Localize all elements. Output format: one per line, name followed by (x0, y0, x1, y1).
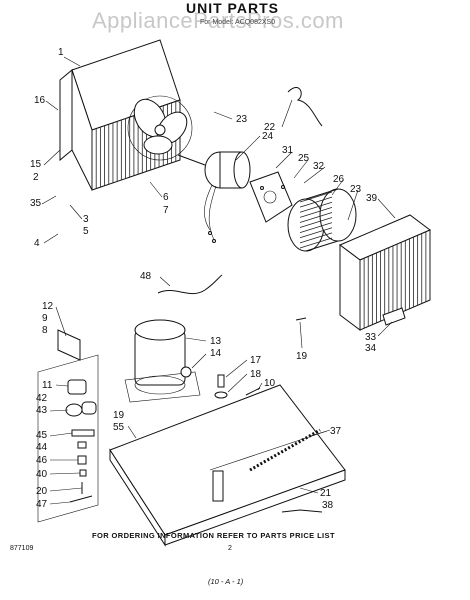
callout-19-right: 19 (296, 351, 308, 362)
leader-lines (41, 56, 396, 505)
callout-26: 26 (333, 174, 345, 185)
diagram-subtitle: For Model: ACQ082XS0 (200, 19, 276, 26)
callout-22: 22 (264, 122, 276, 133)
callout-18: 18 (250, 369, 262, 380)
motor-mount-plate (249, 171, 293, 223)
revision-code: (10 - A - 1) (208, 577, 244, 586)
callout-48: 48 (140, 271, 152, 282)
callout-8: 8 (42, 325, 48, 336)
callout-37: 37 (330, 426, 342, 437)
callout-20: 20 (36, 486, 48, 497)
bracket (57, 329, 81, 361)
callout-24: 24 (262, 131, 274, 142)
callout-16: 16 (34, 95, 46, 106)
base-pan (109, 384, 346, 547)
callout-7: 7 (163, 205, 169, 216)
callout-45: 45 (36, 430, 48, 441)
callout-21: 21 (320, 488, 332, 499)
screw-right (295, 317, 307, 321)
callout-39: 39 (366, 193, 378, 204)
drain-strip (281, 509, 323, 513)
compressor (124, 319, 201, 403)
blower-wheel (287, 188, 357, 252)
callout-3: 3 (83, 214, 89, 225)
callout-17: 17 (250, 355, 262, 366)
callout-10: 10 (264, 378, 276, 389)
callout-40: 40 (36, 469, 48, 480)
screw (245, 387, 261, 396)
callout-34: 34 (365, 343, 377, 354)
filter-clip (382, 307, 406, 326)
ordering-note: FOR ORDERING INFORMATION REFER TO PARTS … (92, 531, 335, 540)
callout-14: 14 (210, 348, 222, 359)
callout-46: 46 (36, 455, 48, 466)
callout-1: 1 (58, 47, 64, 58)
callout-9: 9 (42, 313, 48, 324)
evaporator-coil (339, 214, 431, 331)
callout-38: 38 (322, 500, 334, 511)
callout-11: 11 (42, 380, 53, 391)
callout-43: 43 (36, 405, 48, 416)
callout-12: 12 (42, 301, 54, 312)
retaining-spring (287, 86, 323, 127)
page-number: 2 (228, 545, 232, 552)
callout-6: 6 (163, 192, 169, 203)
callout-15: 15 (30, 159, 42, 170)
callout-23-right: 23 (350, 184, 362, 195)
grommet (217, 374, 225, 388)
callout-23-top: 23 (236, 114, 248, 125)
callout-13: 13 (210, 336, 222, 347)
callout-47: 47 (36, 499, 48, 510)
document-number: 877109 (10, 545, 34, 552)
callout-4: 4 (34, 238, 40, 249)
callout-2: 2 (33, 172, 39, 183)
callout-25: 25 (298, 153, 310, 164)
fan-motor (177, 151, 251, 243)
insulation-strip (249, 428, 321, 472)
detail-box (37, 354, 99, 523)
watermark: AppliancePartsPros.com (92, 8, 344, 33)
callout-55: 55 (113, 422, 125, 433)
callout-32: 32 (313, 161, 325, 172)
callout-44: 44 (36, 442, 48, 453)
callout-31: 31 (282, 145, 294, 156)
wire-harness (157, 274, 223, 295)
callout-35: 35 (30, 198, 42, 209)
callout-5: 5 (83, 226, 89, 237)
diagram-title: UNIT PARTS (186, 0, 279, 16)
fan-blade (127, 95, 193, 161)
washer (214, 391, 228, 399)
callout-33: 33 (365, 332, 377, 343)
callout-19-left: 19 (113, 410, 125, 421)
callout-42: 42 (36, 393, 48, 404)
